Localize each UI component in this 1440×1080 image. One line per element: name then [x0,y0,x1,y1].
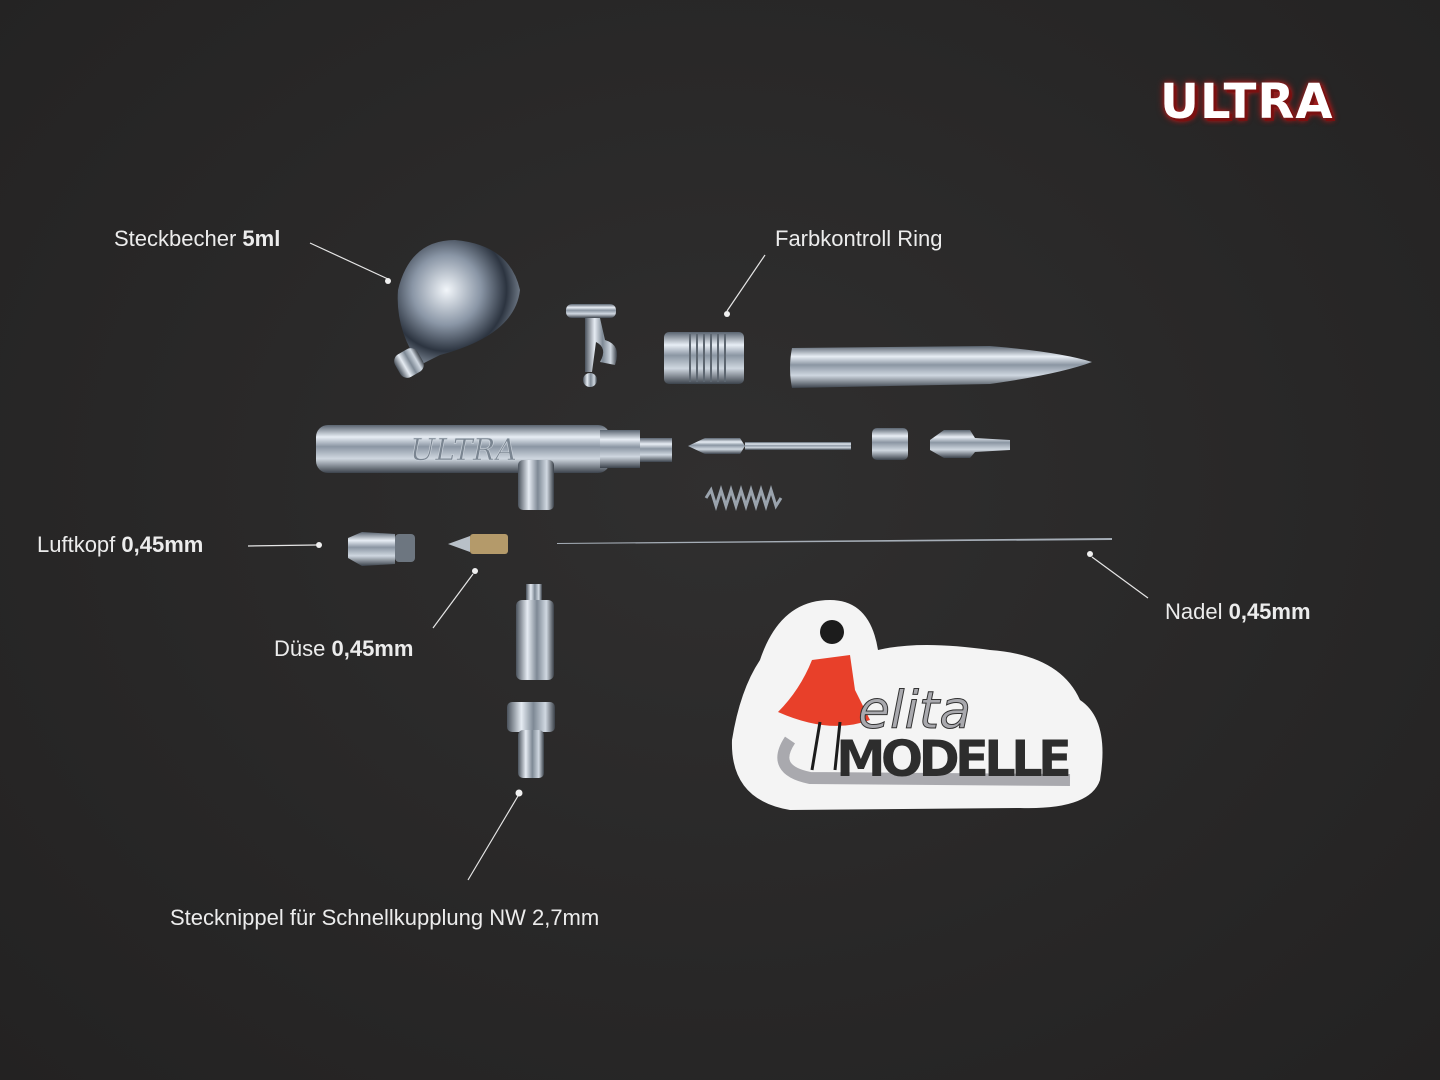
handle [790,346,1092,388]
nut [872,428,908,460]
label-ring: Farbkontroll Ring [775,226,943,252]
needle [557,538,1112,544]
nozzle [448,534,508,554]
sticker-script: elita [858,681,971,741]
label-text: Steckbecher [114,226,243,251]
label-nipple: Stecknippel für Schnellkupplung NW 2,7mm [170,905,599,931]
label-value: 5ml [242,226,281,251]
aircap [348,532,415,566]
sticker-word: MODELLE [836,730,1072,788]
color-cup [394,240,520,378]
label-text: Stecknippel für Schnellkupplung NW 2,7mm [170,905,600,930]
needle-chucking-nut [930,430,1010,458]
trigger [566,304,618,387]
air-valve [516,584,554,680]
body-engraving: ULTRA [410,433,517,468]
label-value: 0,45mm [1228,599,1311,624]
quick-coupling-nipple [507,702,555,778]
label-cup: Steckbecher 5ml [114,226,280,252]
label-aircap: Luftkopf 0,45mm [37,532,203,558]
label-value: 0,45mm [121,532,204,557]
label-value: 0,45mm [331,636,414,661]
label-needle: Nadel 0,45mm [1165,599,1311,625]
label-text: Luftkopf [37,532,122,557]
label-text: Nadel [1165,599,1229,624]
label-nozzle: Düse 0,45mm [274,636,413,662]
needle-chucking-guide [688,438,851,454]
spring [704,484,783,512]
elita-modelle-sticker: elita MODELLE [731,600,1103,810]
leader-lines [247,242,1149,881]
label-text: Farbkontroll Ring [775,226,943,251]
brand-title: ULTRA [1160,74,1334,130]
label-text: Düse [274,636,332,661]
airbrush-body: ULTRA [316,425,672,510]
color-control-ring [664,332,744,384]
